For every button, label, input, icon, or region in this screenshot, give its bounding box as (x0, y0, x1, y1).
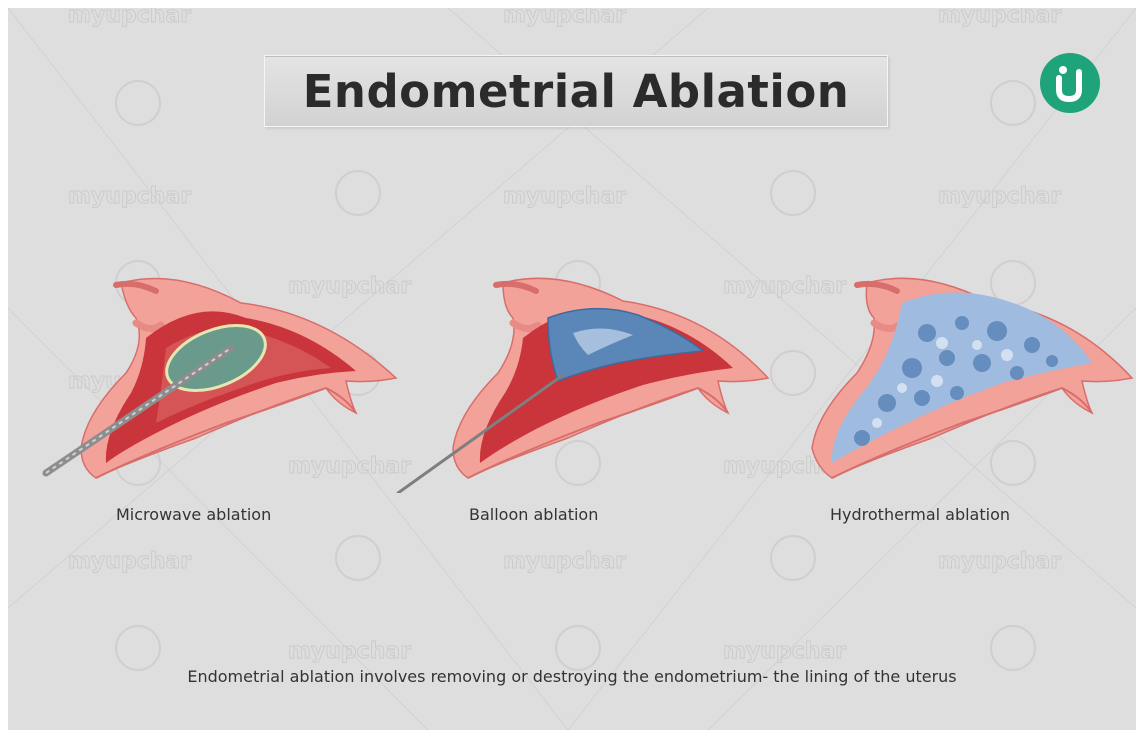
hydrothermal-ablation-uterus-illustration (752, 263, 1136, 493)
svg-text:myupchar: myupchar (938, 8, 1061, 28)
svg-text:myupchar: myupchar (938, 549, 1061, 574)
svg-text:myupchar: myupchar (68, 8, 191, 28)
svg-text:myupchar: myupchar (68, 184, 191, 209)
microwave-ablation-uterus-illustration (26, 263, 416, 493)
infographic-canvas: myupchar myupchar myupchar myupchar myup… (8, 8, 1136, 730)
svg-text:myupchar: myupchar (938, 184, 1061, 209)
svg-text:myupchar: myupchar (503, 184, 626, 209)
method-label-microwave: Microwave ablation (116, 505, 271, 524)
svg-text:myupchar: myupchar (503, 549, 626, 574)
svg-text:myupchar: myupchar (723, 639, 846, 664)
balloon-ablation-uterus-illustration (388, 263, 778, 493)
method-label-hydrothermal: Hydrothermal ablation (830, 505, 1010, 524)
svg-text:myupchar: myupchar (288, 639, 411, 664)
title-banner: Endometrial Ablation (264, 55, 888, 127)
mytupchar-logo-icon (1039, 52, 1101, 114)
svg-text:myupchar: myupchar (503, 8, 626, 28)
svg-text:myupchar: myupchar (68, 549, 191, 574)
method-label-balloon: Balloon ablation (469, 505, 598, 524)
caption-text: Endometrial ablation involves removing o… (8, 667, 1136, 686)
page-title: Endometrial Ablation (303, 65, 850, 118)
